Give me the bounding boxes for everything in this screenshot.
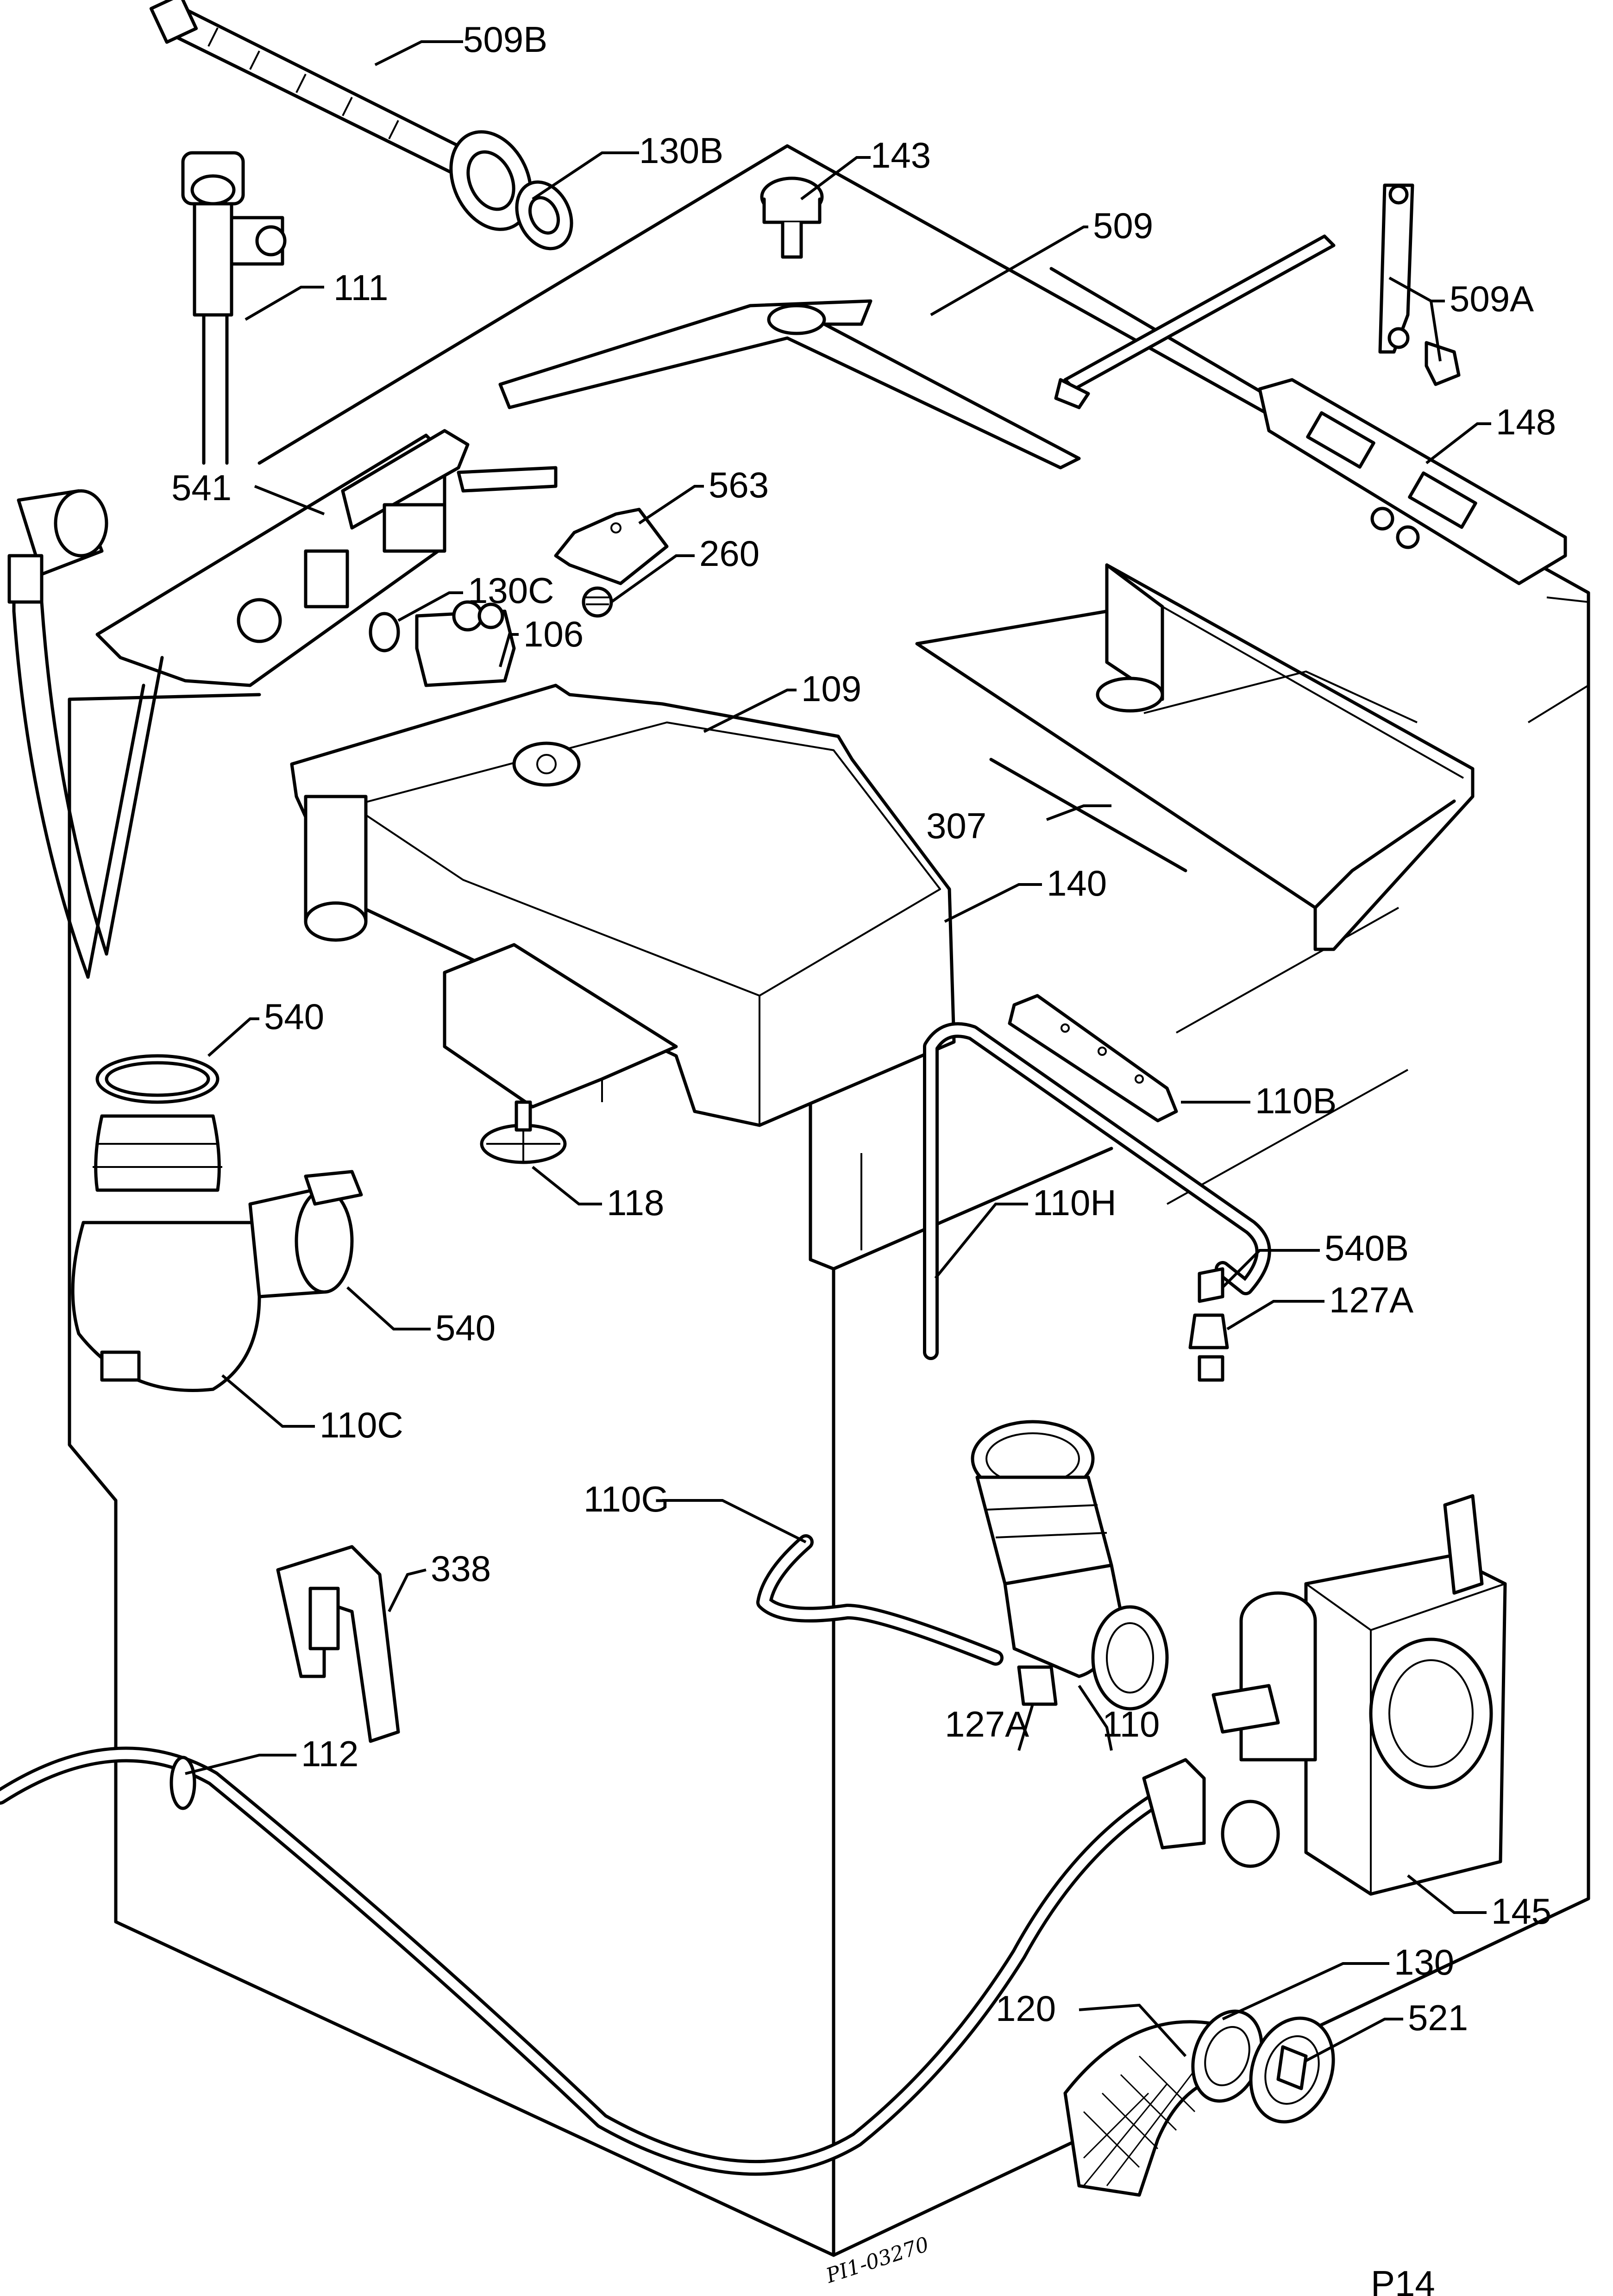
label-521: 521 (1408, 1997, 1468, 2038)
label-112: 112 (301, 1733, 358, 1774)
label-563: 563 (709, 464, 769, 505)
part-509a-lever (1378, 183, 1461, 386)
label-130b: 130B (639, 130, 723, 171)
part-110b-110h-hoses (923, 994, 1271, 1382)
part-563-cover (554, 508, 669, 585)
label-540-top: 540 (264, 996, 324, 1037)
label-140: 140 (1047, 863, 1107, 903)
part-148-drawer-insert (1258, 378, 1567, 585)
part-130b-seal-ring (515, 180, 573, 251)
callout-labels: 509B 130B 143 111 509 509A 541 563 148 2… (171, 19, 1556, 2038)
part-120-filter (1063, 2009, 1335, 2197)
label-127a-left: 127A (945, 1704, 1029, 1744)
label-260: 260 (699, 533, 759, 574)
label-148: 148 (1496, 401, 1556, 442)
label-307: 307 (926, 805, 986, 846)
label-120: 120 (996, 1988, 1056, 2029)
part-509b-inlet-pipe (149, 0, 533, 231)
label-130c: 130C (468, 570, 554, 611)
part-540-110c-sump (71, 1054, 363, 1392)
part-112-drain-hose (0, 1746, 1206, 2176)
label-338: 338 (431, 1548, 491, 1589)
part-143-knob (760, 176, 824, 259)
label-109: 109 (801, 668, 861, 709)
part-145-drain-pump (1211, 1494, 1507, 1896)
leader-lines (185, 40, 1491, 2062)
label-130: 130 (1394, 1942, 1454, 1982)
sheet-code: P14 (1371, 2263, 1435, 2296)
label-509b: 509B (463, 19, 547, 60)
label-540-bottom: 540 (435, 1307, 496, 1348)
label-110c: 110C (320, 1405, 403, 1445)
label-110g: 110G (584, 1479, 669, 1519)
label-110h: 110H (1033, 1182, 1117, 1223)
part-118-filter-disc (480, 1100, 567, 1164)
label-143: 143 (871, 135, 931, 176)
part-509-lever-assembly (498, 234, 1336, 470)
part-109-140-tub-assembly (290, 684, 956, 1127)
label-110b: 110B (1255, 1080, 1337, 1121)
label-145: 145 (1491, 1891, 1551, 1932)
label-509: 509 (1093, 205, 1153, 246)
part-106-valve-block (369, 600, 516, 687)
label-111: 111 (333, 267, 389, 308)
part-110g-hose (756, 1534, 1058, 1706)
part-111-inlet-valve (181, 151, 287, 465)
label-509a: 509A (1450, 278, 1534, 319)
part-307-dispenser-drawer (915, 563, 1475, 951)
label-540b: 540B (1324, 1228, 1409, 1268)
part-110-bellows (971, 1420, 1169, 1711)
label-127a-right: 127A (1329, 1280, 1413, 1320)
drawing-number: PI1-03270 (823, 2233, 932, 2288)
label-106: 106 (523, 614, 584, 654)
part-541-bracket (95, 429, 558, 687)
part-338-clip (276, 1545, 400, 1743)
part-260-spring (582, 586, 613, 618)
label-118: 118 (607, 1182, 664, 1223)
label-110: 110 (1102, 1704, 1160, 1744)
label-541: 541 (171, 467, 232, 508)
part-left-elbow-hose (7, 489, 164, 979)
